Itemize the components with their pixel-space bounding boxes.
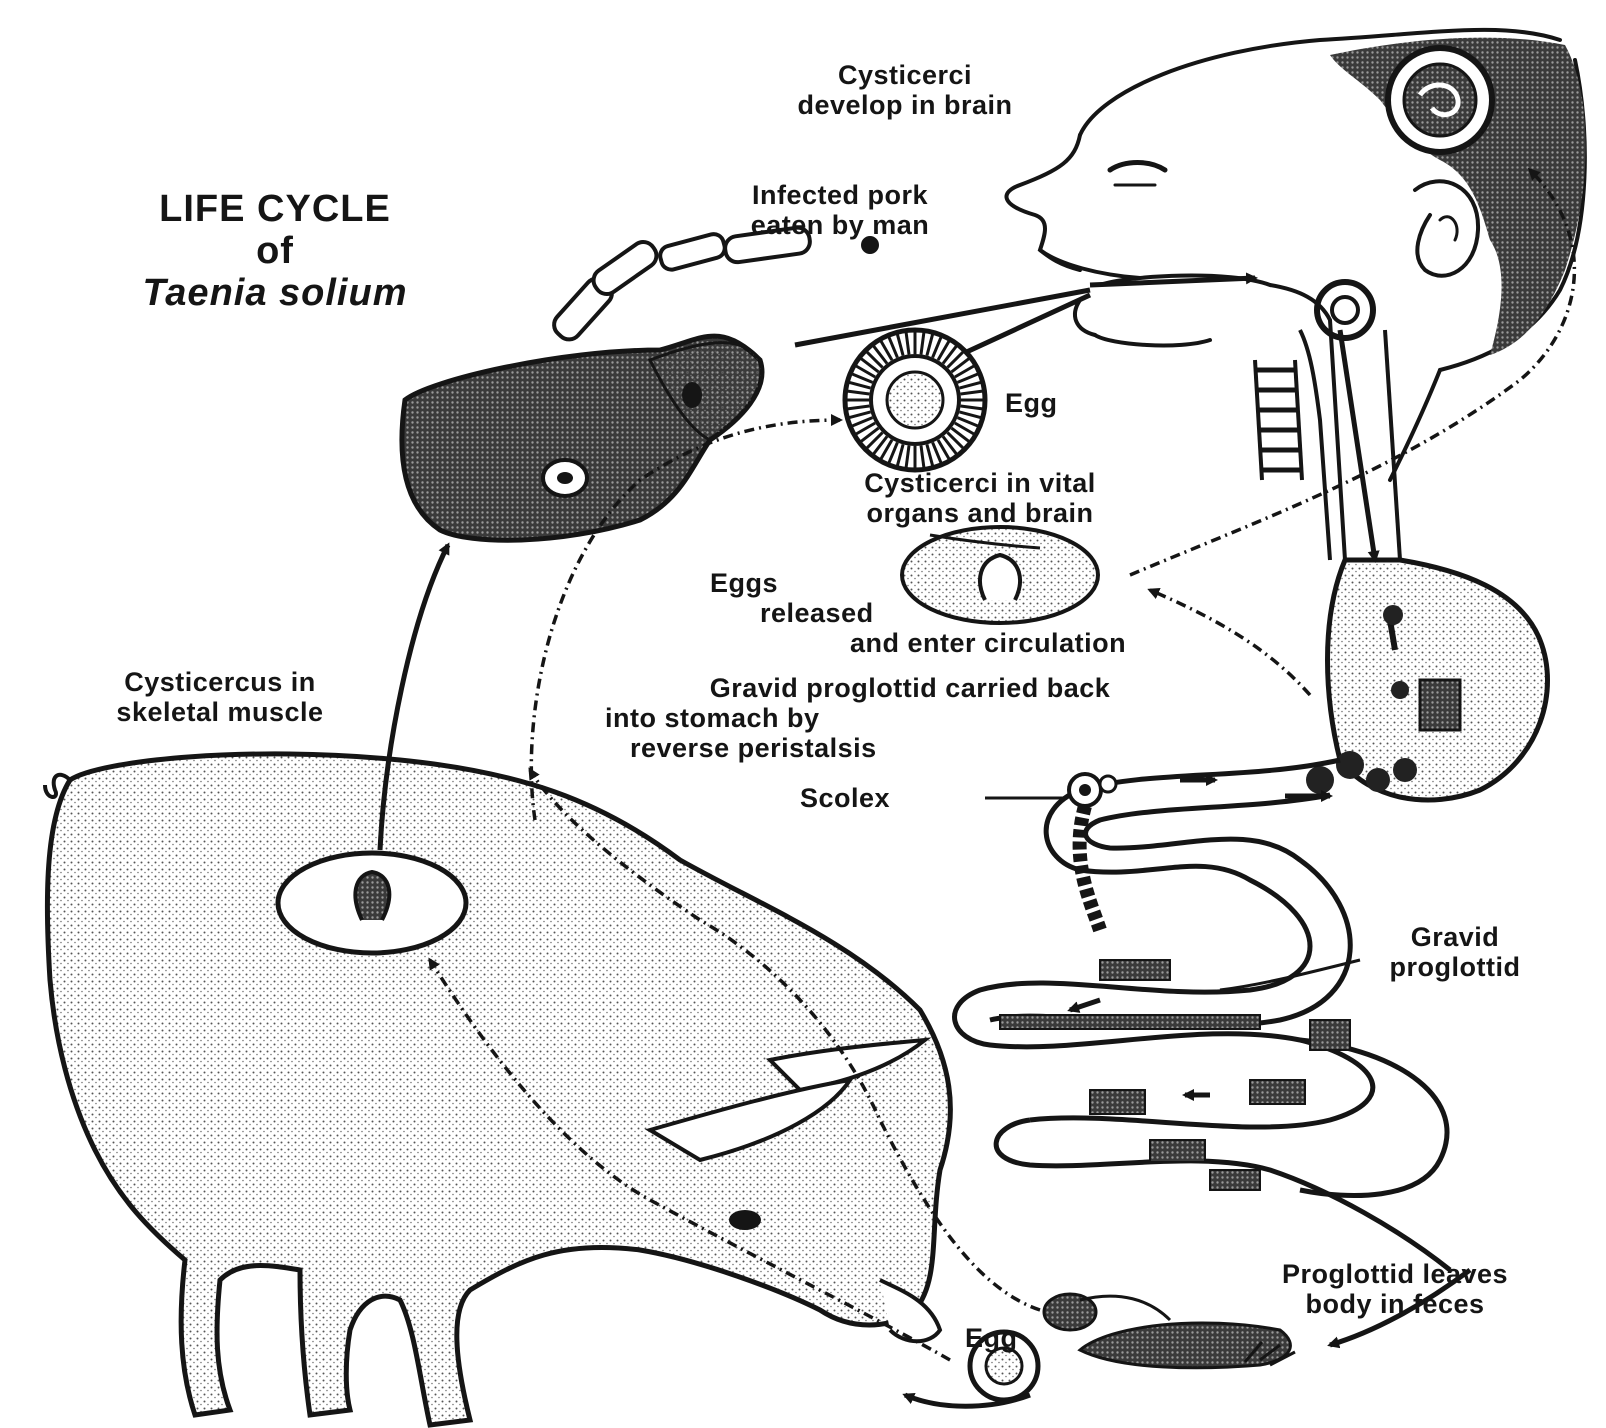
intestine-segments — [1000, 960, 1350, 1190]
label-cysticercus-muscle: Cysticercus in skeletal muscle — [40, 667, 400, 727]
label-cysticerci-vital: Cysticerci in vital organs and brain — [760, 468, 1200, 528]
egg-large — [845, 330, 985, 470]
label-line: organs and brain — [760, 498, 1200, 528]
label-line: reverse peristalsis — [575, 733, 1245, 763]
pork-chunk — [402, 336, 762, 540]
diagram-title: LIFE CYCLE of Taenia solium — [60, 188, 490, 314]
title-line-2: of — [60, 230, 490, 272]
label-proglottid-leaves: Proglottid leaves body in feces — [1200, 1259, 1590, 1319]
label-eggs-released: Eggs released and enter circulation — [700, 568, 1300, 658]
label-scolex: Scolex — [800, 783, 890, 813]
label-egg-top: Egg — [1005, 388, 1058, 418]
brain-cyst — [1388, 48, 1492, 152]
label-line: Proglottid leaves — [1200, 1259, 1590, 1289]
label-line: body in feces — [1200, 1289, 1590, 1319]
pig — [45, 754, 950, 1425]
label-line: Cysticerci — [735, 60, 1075, 90]
mouth — [1040, 250, 1140, 278]
label-gravid-proglottid: Gravid proglottid — [1355, 922, 1555, 982]
stomach — [1306, 560, 1548, 800]
label-line: Gravid proglottid carried back — [575, 673, 1245, 703]
label-line: and enter circulation — [700, 628, 1300, 658]
scolex-worm — [1069, 774, 1116, 930]
label-cysticerci-brain: Cysticerci develop in brain — [735, 60, 1075, 120]
label-line: Infected pork — [680, 180, 1000, 210]
title-line-1: LIFE CYCLE — [60, 188, 490, 230]
label-line: proglottid — [1355, 952, 1555, 982]
title-line-3: Taenia solium — [60, 272, 490, 314]
feces-proglottids — [1080, 1323, 1295, 1368]
trachea — [1255, 360, 1302, 480]
label-line: Eggs — [700, 568, 1300, 598]
label-line: Cysticerci in vital — [760, 468, 1200, 498]
label-infected-pork: Infected pork eaten by man — [680, 180, 1000, 240]
label-egg-bottom: Egg — [965, 1323, 1018, 1353]
pork-strips — [549, 226, 877, 344]
label-line: into stomach by — [575, 703, 1245, 733]
label-line: skeletal muscle — [40, 697, 400, 727]
label-line: Gravid — [1355, 922, 1555, 952]
label-gravid-carried: Gravid proglottid carried back into stom… — [575, 673, 1245, 763]
label-line: eaten by man — [680, 210, 1000, 240]
label-line: develop in brain — [735, 90, 1075, 120]
label-line: released — [700, 598, 1300, 628]
label-line: Cysticercus in — [40, 667, 400, 697]
esophagus — [1270, 282, 1400, 560]
